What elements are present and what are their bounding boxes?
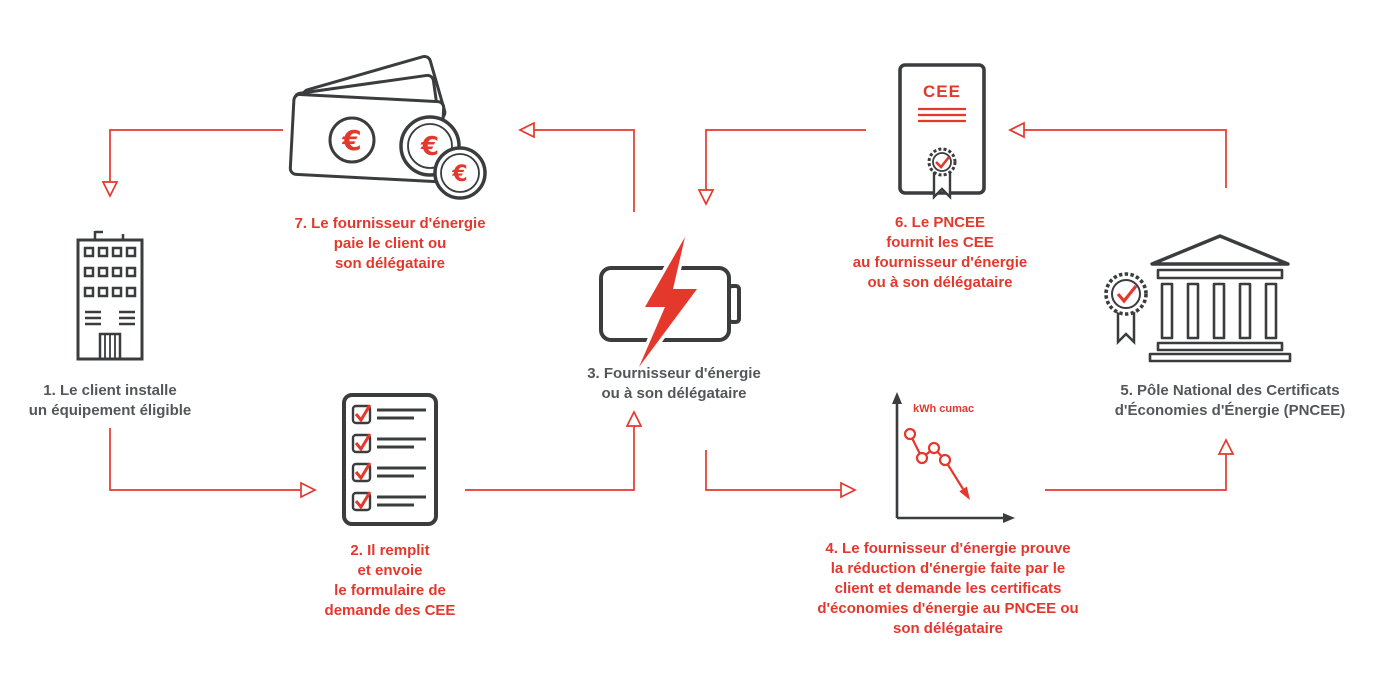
step-1-label: 1. Le client installe un équipement élig… bbox=[29, 381, 192, 421]
label-line: ou à son délégataire bbox=[867, 274, 1013, 291]
label-line: le formulaire de bbox=[334, 582, 446, 599]
euro-symbol-coin-small: € bbox=[451, 162, 467, 187]
label-line: 3. Fournisseur d'énergie bbox=[587, 365, 761, 382]
label-line: et envoie bbox=[357, 562, 423, 579]
lightning-bolt-icon bbox=[635, 235, 704, 370]
euro-symbol-bill: € bbox=[341, 124, 361, 157]
label-line: demande des CEE bbox=[324, 602, 456, 619]
step-7-label: 7. Le fournisseur d'énergie paie le clie… bbox=[294, 214, 485, 274]
label-line: son délégataire bbox=[892, 620, 1004, 637]
label-line: 7. Le fournisseur d'énergie bbox=[294, 215, 486, 232]
arrow-3-to-7 bbox=[518, 121, 635, 212]
step-4-label: 4. Le fournisseur d'énergie prouve la ré… bbox=[817, 539, 1078, 639]
chart-axis-label: kWh cumac bbox=[913, 403, 974, 415]
euro-symbol-coin-large: € bbox=[420, 132, 439, 162]
euro-money-icon: € € € bbox=[288, 54, 487, 200]
label-line: ou à son délégataire bbox=[601, 385, 747, 402]
arrow-6-to-3 bbox=[697, 129, 866, 206]
label-line: au fournisseur d'énergie bbox=[852, 254, 1028, 271]
label-line: d'Économies d'Énergie (PNCEE) bbox=[1114, 402, 1346, 419]
label-line: 4. Le fournisseur d'énergie prouve bbox=[825, 540, 1071, 557]
label-line: son délégataire bbox=[334, 255, 446, 272]
label-line: fournit les CEE bbox=[886, 234, 994, 251]
label-line: d'économies d'énergie au PNCEE ou bbox=[817, 600, 1079, 617]
step-5-label: 5. Pôle National des Certificats d'Écono… bbox=[1115, 381, 1346, 421]
certificate-seal-icon bbox=[927, 147, 957, 200]
arrow-7-to-1 bbox=[101, 129, 283, 198]
battery-energy-icon bbox=[599, 235, 741, 370]
label-line: 2. Il remplit bbox=[350, 542, 430, 559]
certificate-title-text: CEE bbox=[923, 82, 961, 101]
checklist-icon bbox=[342, 393, 438, 526]
label-line: paie le client ou bbox=[333, 235, 447, 252]
arrow-5-to-6 bbox=[1008, 121, 1227, 188]
label-line: la réduction d'énergie faite par le bbox=[830, 560, 1066, 577]
label-line: un équipement éligible bbox=[28, 402, 192, 419]
label-line: 6. Le PNCEE bbox=[894, 214, 986, 231]
medal-badge-icon bbox=[1104, 272, 1148, 346]
arrow-1-to-2 bbox=[109, 428, 317, 499]
arrow-4-to-5 bbox=[1045, 438, 1235, 491]
step-2-label: 2. Il remplit et envoie le formulaire de… bbox=[325, 541, 456, 621]
building-icon bbox=[76, 230, 144, 361]
step-6-label: 6. Le PNCEE fournit les CEE au fournisse… bbox=[853, 213, 1027, 293]
pncee-institution-icon bbox=[1104, 234, 1292, 363]
energy-reduction-chart-icon: kWh cumac bbox=[892, 392, 1015, 523]
label-line: client et demande les certificats bbox=[834, 580, 1062, 597]
step-3-label: 3. Fournisseur d'énergie ou à son déléga… bbox=[587, 364, 761, 404]
arrow-2-to-3 bbox=[465, 410, 643, 491]
label-line: 1. Le client installe bbox=[43, 382, 177, 399]
arrow-3-to-4 bbox=[705, 450, 857, 499]
label-line: 5. Pôle National des Certificats bbox=[1120, 382, 1340, 399]
cee-certificate-icon: CEE bbox=[898, 63, 986, 200]
